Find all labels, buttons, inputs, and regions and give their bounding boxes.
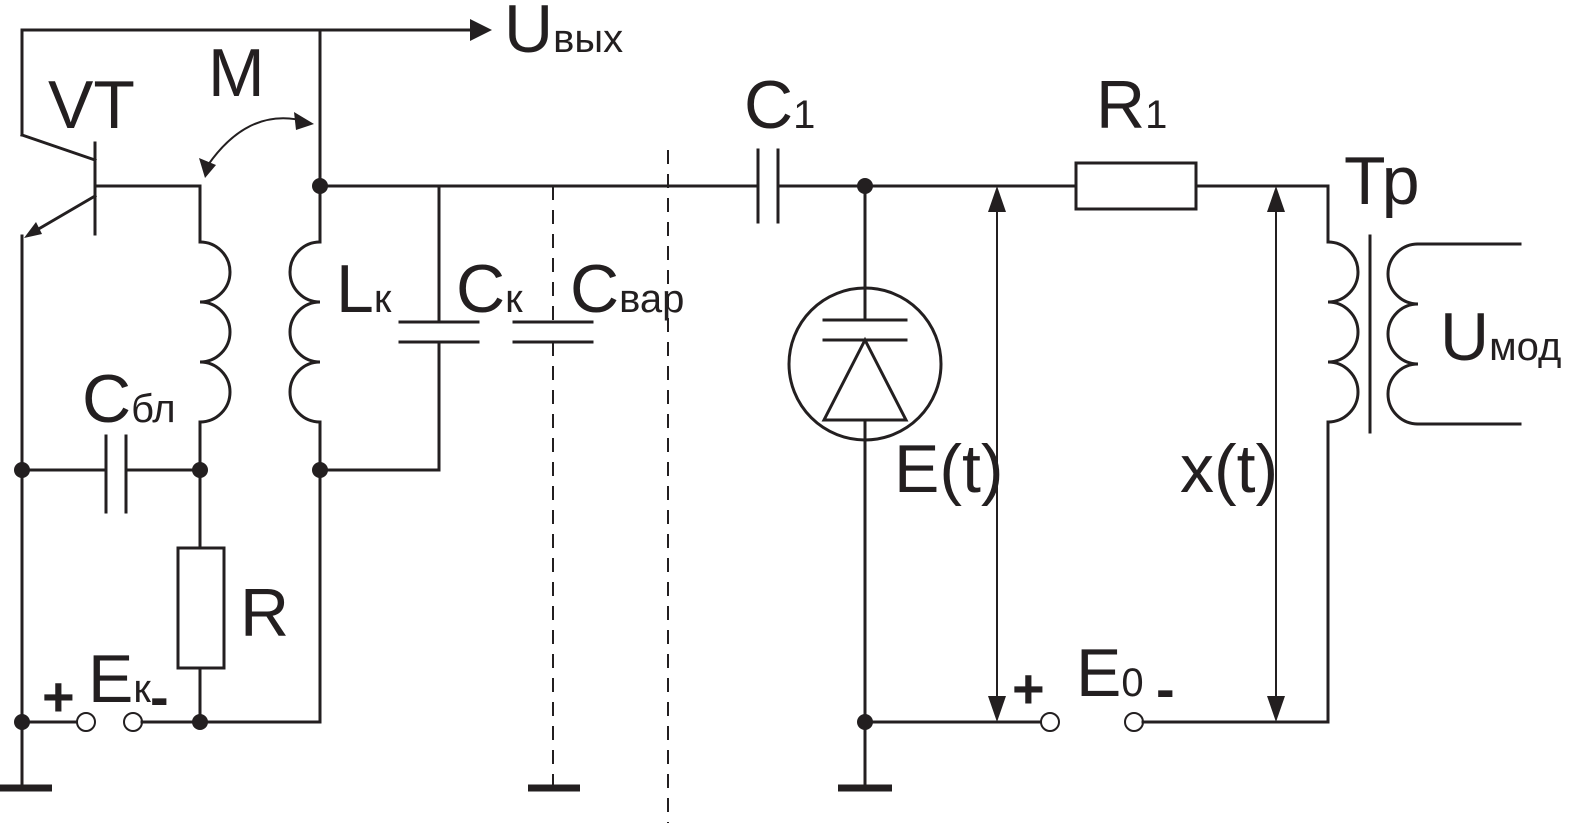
coupling-capacitor — [756, 148, 1078, 224]
tank-capacitor-label: Cк — [456, 251, 523, 327]
coupling-capacitor-label: C1 — [744, 67, 815, 143]
bias-source-terminals — [863, 712, 1330, 732]
tank-inductor — [288, 184, 322, 724]
collector-supply-minus: - — [150, 665, 169, 728]
bias-source-plus: + — [1012, 657, 1045, 720]
modulating-signal-label: x(t) — [1180, 431, 1278, 507]
junction-dots — [14, 178, 873, 730]
collector-supply-terminals — [0, 712, 322, 792]
mutual-inductance-label: M — [208, 35, 265, 111]
blocking-capacitor — [20, 434, 202, 514]
transistor-symbol — [20, 133, 202, 724]
modulating-voltage-label: Uмод — [1440, 299, 1561, 375]
output-label: Uвых — [504, 0, 623, 67]
collector-supply-plus: + — [42, 665, 75, 728]
transformer-label: Тр — [1344, 143, 1420, 219]
varactor-voltage-arrow — [988, 186, 1006, 722]
transformer — [1326, 184, 1522, 724]
bias-source-minus: - — [1156, 657, 1175, 720]
resistor-r1 — [1074, 161, 1198, 211]
resistor-r — [176, 546, 226, 670]
bias-source-label: E0 — [1076, 635, 1144, 711]
varactor-capacitance-label: Cвар — [570, 251, 684, 327]
varactor-equivalent-capacitor — [512, 186, 594, 792]
varactor-voltage-label: E(t) — [894, 431, 1004, 507]
transistor-label: VT — [48, 67, 135, 143]
blocking-capacitor-label: Cбл — [82, 361, 176, 437]
mutual-inductance-arrow — [199, 112, 314, 178]
modulating-signal-arrow — [1267, 186, 1285, 722]
collector-supply-label: Eк — [88, 641, 151, 717]
resistor-r1-label: R1 — [1096, 67, 1167, 143]
tank-inductor-label: Lк — [336, 251, 392, 327]
varactor-diode — [787, 184, 943, 792]
resistor-r-label: R — [240, 575, 289, 651]
feedback-coil — [198, 184, 232, 550]
tank-capacitor — [318, 184, 480, 472]
output-line — [20, 19, 492, 188]
